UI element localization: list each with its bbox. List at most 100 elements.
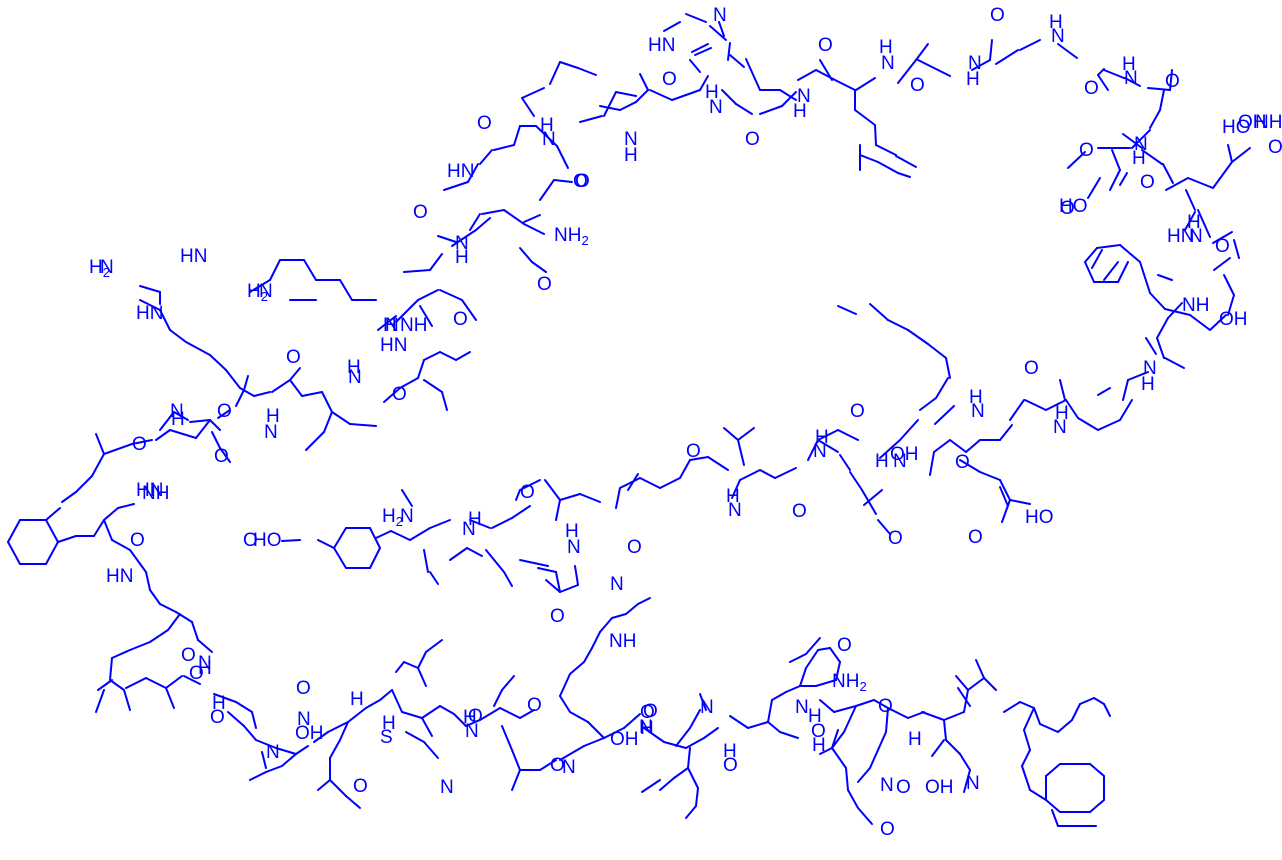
bond-line — [303, 259, 317, 281]
bond-line — [694, 47, 712, 56]
bond-line — [587, 721, 605, 739]
bond-line — [729, 715, 749, 729]
bond-line — [417, 667, 427, 687]
bond-line — [1103, 261, 1119, 281]
bond-line — [1023, 729, 1031, 751]
atom-label: O — [132, 434, 147, 455]
bond-line — [1003, 701, 1021, 713]
atom-label: N — [264, 422, 278, 443]
bond-line — [639, 477, 661, 489]
bond-line — [707, 456, 729, 471]
atom-label: N — [968, 53, 982, 74]
bond-line — [817, 647, 831, 651]
atom-label: O — [550, 755, 565, 776]
bond-line — [995, 49, 1019, 65]
bond-line — [855, 77, 876, 91]
bond-line — [1131, 129, 1151, 149]
atom-label: HO — [1025, 507, 1054, 528]
atom-label: H — [793, 101, 807, 122]
bond-line — [347, 707, 367, 723]
bond-line — [691, 43, 709, 53]
atom-label: N — [348, 367, 362, 388]
bond-line — [323, 411, 333, 433]
bond-line — [819, 59, 833, 81]
atom-label: H — [1132, 148, 1146, 169]
atom-label: N — [297, 709, 311, 730]
atom-label: N — [728, 500, 742, 521]
atom-label: N — [385, 315, 399, 336]
bond-line — [443, 181, 469, 191]
bond-line — [403, 661, 419, 669]
bond-line — [167, 613, 181, 631]
atom-label: H — [808, 706, 822, 727]
bond-line — [737, 439, 745, 466]
bond-line — [1213, 257, 1231, 271]
bond-line — [449, 547, 468, 561]
atom-label: H — [1055, 403, 1069, 424]
bond-line — [175, 611, 193, 623]
bond-line — [281, 539, 301, 542]
bond-line — [369, 527, 381, 549]
bond-line — [1057, 719, 1073, 733]
bond-line — [93, 519, 105, 537]
bond-line — [535, 125, 558, 147]
bond-line — [1197, 209, 1211, 238]
bond-line — [235, 389, 245, 407]
bond-line — [103, 519, 113, 541]
bond-line — [217, 409, 231, 419]
bond-line — [125, 677, 147, 689]
bond-line — [625, 603, 639, 615]
bond-line — [727, 42, 731, 61]
atom-label: NH2 — [554, 225, 589, 248]
atom-label: N — [1051, 26, 1065, 47]
atom-label: HN — [648, 35, 675, 56]
bond-line — [583, 737, 605, 747]
bond-line — [559, 61, 579, 69]
bond-line — [1021, 765, 1031, 791]
bond-line — [1057, 43, 1078, 59]
bond-line — [623, 713, 641, 729]
atom-label: N — [400, 506, 414, 527]
atom-label: N — [713, 5, 727, 26]
atom-label: O — [1079, 140, 1094, 161]
bond-line — [815, 679, 837, 687]
atom-label: OH — [1219, 309, 1248, 330]
atom-label: O — [537, 274, 552, 295]
bond-line — [975, 659, 985, 679]
bond-line — [703, 727, 719, 739]
bond-line — [559, 584, 579, 593]
bond-line — [159, 309, 171, 331]
bond-line — [887, 707, 909, 719]
bond-line — [331, 411, 351, 425]
atom-label: O — [575, 171, 590, 192]
atom-label: H — [705, 82, 719, 103]
bond-line — [641, 779, 661, 793]
bond-line — [723, 427, 739, 441]
bond-line — [439, 705, 455, 715]
atom-label: H — [726, 486, 740, 507]
bond-line — [799, 667, 807, 687]
bond-line — [879, 439, 901, 459]
bond-line — [423, 379, 443, 393]
atom-label: O — [910, 75, 925, 96]
bond-line — [213, 693, 237, 703]
bond-line — [1097, 74, 1109, 91]
atom-label: N — [440, 777, 454, 798]
bond-line — [877, 519, 891, 535]
bond-line — [333, 547, 347, 569]
bond-line — [149, 589, 161, 605]
bond-line — [329, 779, 347, 797]
bond-line — [111, 539, 131, 551]
atom-label: O — [896, 777, 911, 798]
atom-label: N — [971, 401, 985, 422]
atom-label: HO — [1222, 117, 1251, 138]
bond-line — [1045, 399, 1067, 411]
bond-line — [289, 367, 301, 381]
atom-label: HN — [136, 303, 163, 324]
bond-line — [945, 357, 951, 379]
bond-line — [929, 451, 935, 476]
bond-line — [425, 639, 443, 653]
atom-label: HO — [1059, 196, 1088, 217]
bond-line — [699, 75, 709, 91]
